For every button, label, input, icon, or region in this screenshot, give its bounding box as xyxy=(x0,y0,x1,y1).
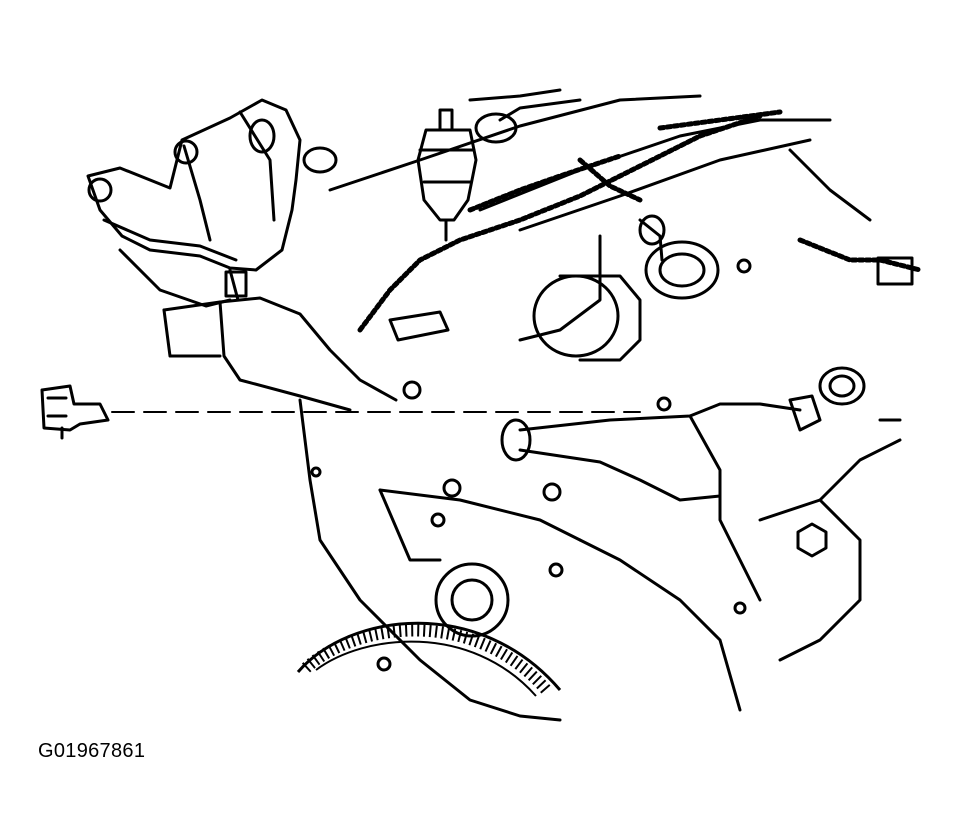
wiring-harness xyxy=(360,112,920,330)
bolt xyxy=(550,564,562,576)
hex-bolt xyxy=(798,524,826,556)
crankshaft-seal-inner xyxy=(452,580,492,620)
bolt xyxy=(432,514,444,526)
thermostat-housing-inner xyxy=(660,254,704,286)
hose-outlet-inner xyxy=(830,376,854,396)
wiring-connector xyxy=(878,258,912,284)
engine-block xyxy=(300,400,900,720)
bolt xyxy=(544,484,560,500)
flywheel-ring-gear-teeth xyxy=(306,630,548,692)
accessory-bracket xyxy=(88,100,300,306)
bolt xyxy=(404,382,420,398)
sensor-fitting xyxy=(226,272,246,296)
bolt xyxy=(658,398,670,410)
bolt xyxy=(735,603,745,613)
thermostat-housing xyxy=(646,242,718,298)
purge-solenoid xyxy=(534,276,640,360)
bolt xyxy=(312,468,320,476)
hose-clamp xyxy=(790,396,820,430)
bracket-mount-hole xyxy=(250,120,274,152)
fuel-rail-port xyxy=(476,114,516,142)
coolant-tube xyxy=(520,220,800,600)
flywheel-ring-gear-outer xyxy=(298,623,560,690)
crankshaft-position-sensor xyxy=(42,386,108,438)
fuel-pressure-regulator xyxy=(418,110,476,240)
vacuum-fitting xyxy=(390,312,448,340)
tube-fitting xyxy=(502,420,530,460)
hose-outlet xyxy=(820,368,864,404)
bolt xyxy=(378,658,390,670)
flywheel-ring-gear-inner xyxy=(316,642,536,696)
bracket-mount-hole xyxy=(89,179,111,201)
figure-id-label: G01967861 xyxy=(38,740,146,762)
oil-fill-port xyxy=(304,148,336,172)
housing-bolt xyxy=(738,260,750,272)
bolt xyxy=(444,480,460,496)
fuel-rail xyxy=(330,90,870,230)
bracket-mount-hole xyxy=(175,141,197,163)
intake-tube xyxy=(164,270,396,410)
tube-fitting xyxy=(640,216,664,244)
